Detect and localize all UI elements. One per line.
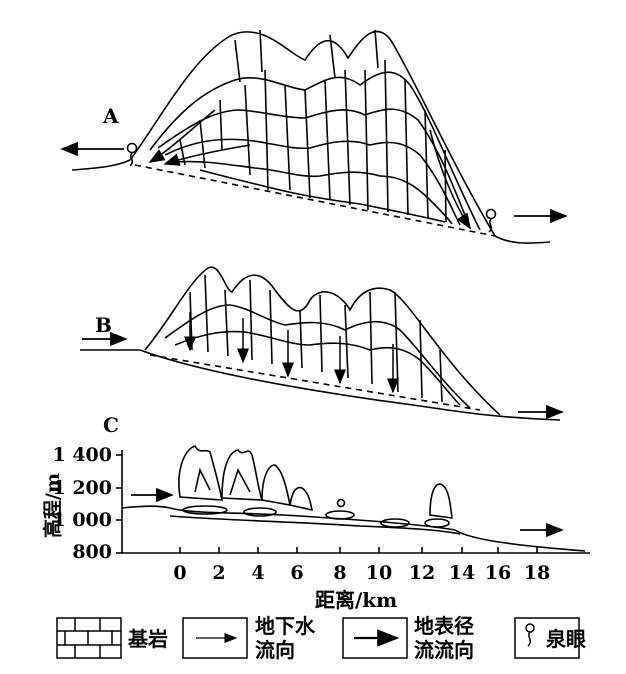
panel-b-block xyxy=(80,266,561,421)
y-axis-label: 高程/m xyxy=(42,472,64,538)
legend-groundwater-text-1: 地下水 xyxy=(255,614,315,638)
x-tick-0: 0 xyxy=(173,562,187,584)
legend-spring-text: 泉眼 xyxy=(546,627,586,651)
x-tick-4: 4 xyxy=(251,562,265,584)
legend-spring-symbol xyxy=(514,617,580,659)
x-tick-8: 8 xyxy=(333,562,347,584)
x-tick-18: 18 xyxy=(523,562,551,584)
legend-groundwater-symbol xyxy=(182,617,248,659)
panel-a-label: A xyxy=(103,104,119,128)
x-tick-6: 6 xyxy=(290,562,304,584)
panel-c-axes xyxy=(116,450,590,554)
panel-c-profile xyxy=(121,445,586,552)
legend-groundwater-text-2: 流向 xyxy=(255,638,295,662)
x-tick-16: 16 xyxy=(484,562,512,584)
y-tick-1000: 1 000 xyxy=(52,509,113,531)
y-tick-1400: 1 400 xyxy=(52,444,113,466)
x-tick-10: 10 xyxy=(365,562,393,584)
panel-a-block xyxy=(71,29,551,244)
legend-surface-text-2: 流流向 xyxy=(414,638,474,662)
x-axis-label: 距离/km xyxy=(315,588,398,612)
legend-surface-symbol xyxy=(342,617,408,659)
x-tick-12: 12 xyxy=(408,562,436,584)
x-tick-2: 2 xyxy=(212,562,226,584)
legend-bedrock-symbol xyxy=(56,617,122,659)
legend-surface-text-1: 地表径 xyxy=(414,614,474,638)
y-tick-1200: 1 200 xyxy=(52,477,113,499)
legend-bedrock-text: 基岩 xyxy=(128,627,168,651)
y-tick-800: 800 xyxy=(72,541,112,563)
panel-b-label: B xyxy=(95,313,112,337)
panel-c-label: C xyxy=(103,413,119,437)
x-tick-14: 14 xyxy=(448,562,476,584)
